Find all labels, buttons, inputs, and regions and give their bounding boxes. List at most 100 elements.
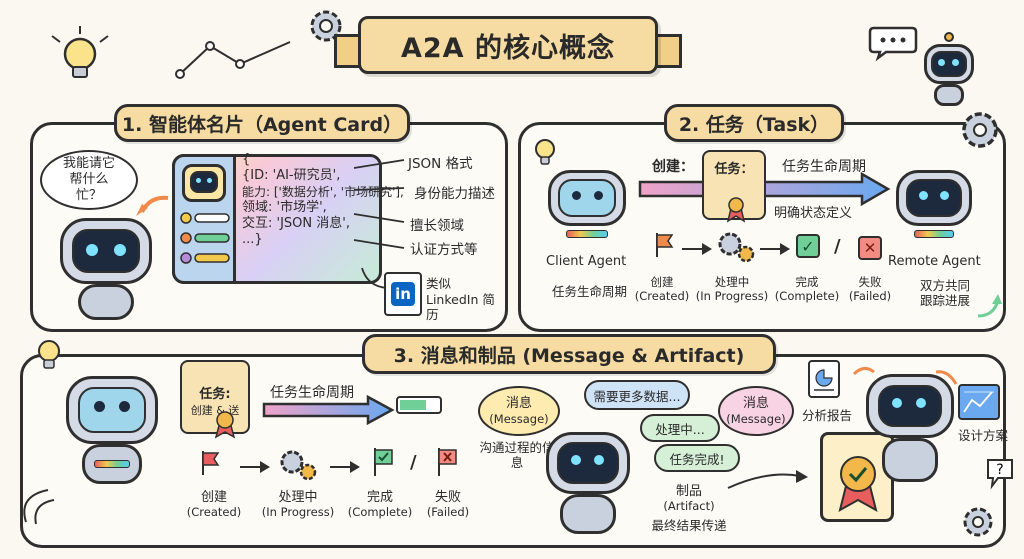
p3-state-in-progress-zh: 处理中 — [278, 490, 318, 505]
annotation-auth: 认证方式等 — [410, 242, 478, 258]
state-failed-zh: 失败 — [858, 275, 882, 289]
design-arrow — [934, 368, 960, 392]
panel-agent-card-title: 1. 智能体名片（Agent Card） — [114, 104, 410, 142]
linkedin-resume-icon: in — [384, 272, 422, 316]
card-line-4: 交互: 'JSON 消息', — [242, 215, 350, 231]
lightbulb-icon — [532, 138, 558, 172]
remote-caption: 双方共同跟踪进展 — [919, 278, 970, 308]
state-arrow — [760, 240, 790, 259]
panel-message-artifact-title: 3. 消息和制品 (Message & Artifact) — [362, 334, 776, 374]
state-in-progress-en: (In Progress) — [695, 288, 769, 303]
lightbulb-icon — [51, 26, 109, 92]
message-right-en: (Message) — [726, 411, 786, 426]
annotation-arrows — [350, 158, 410, 262]
card-field-bars — [180, 212, 232, 280]
message-left-zh: 消息 — [505, 395, 532, 411]
message-left-en: (Message) — [489, 411, 549, 426]
x-flag-icon — [436, 448, 458, 476]
state-failed: 失败 (Failed) — [842, 275, 898, 304]
task-scroll-panel3-label: 任务: — [199, 386, 231, 402]
panel-task-title: 2. 任务（Task） — [664, 104, 844, 142]
check-flag-icon — [372, 448, 394, 476]
p3-state-failed: 失败 (Failed) — [420, 490, 476, 519]
flag-icon — [200, 451, 220, 475]
gears-icon — [716, 230, 756, 268]
task-scroll-label: 任务： — [714, 162, 754, 177]
curved-arrow-icon — [136, 194, 170, 222]
swoosh-decoration — [18, 486, 58, 530]
annotation-identity: 身份能力描述 — [414, 186, 495, 202]
panel3-lifecycle-arrow — [262, 394, 395, 428]
design-label: 设计方案 — [958, 428, 1009, 443]
x-icon: ✕ — [858, 236, 882, 260]
flag-icon — [654, 233, 674, 257]
network-line-icon — [175, 24, 330, 88]
gear-icon — [958, 108, 1002, 156]
chat-task-complete: 任务完成! — [654, 444, 740, 472]
state-created: 创建 (Created) — [634, 275, 690, 304]
gear-icon — [960, 504, 996, 544]
gear-icon — [306, 6, 346, 50]
card-line-3: 领域: '市场学', — [242, 199, 327, 215]
task-scroll: 任务： — [702, 150, 766, 220]
question-text: 我能请它帮什么忙？ — [62, 155, 115, 204]
annotation-domain: 擅长领域 — [410, 218, 464, 234]
svg-text:?: ? — [996, 462, 1003, 478]
state-in-progress-zh: 处理中 — [714, 275, 750, 289]
gears-icon — [278, 448, 318, 486]
panel3-lifecycle-label: 任务生命周期 — [270, 385, 354, 401]
card-json: { {ID: 'AI-研究员', 能力: ['数据分析', '市场研究'], 领… — [242, 152, 404, 248]
p3-state-in-progress: 处理中 (In Progress) — [258, 490, 338, 519]
p3-state-created: 创建 (Created) — [184, 490, 244, 519]
p3-state-in-progress-en: (In Progress) — [261, 504, 335, 519]
chat-bubble-icon — [868, 24, 918, 64]
lifecycle-label: 任务生命周期 — [782, 159, 866, 175]
state-complete-en: (Complete) — [774, 288, 840, 303]
report-icon — [808, 360, 840, 402]
message-right-zh: 消息 — [742, 395, 769, 411]
lightbulb-icon — [34, 338, 64, 378]
task-scroll-panel3: 任务: 创建 & 送 — [180, 360, 250, 434]
state-created-zh: 创建 — [650, 275, 674, 289]
page-title: A2A 的核心概念 — [358, 16, 658, 74]
state-slash: / — [834, 236, 841, 257]
chat-processing: 处理中... — [640, 414, 720, 442]
p3-state-created-en: (Created) — [186, 504, 242, 519]
award-ribbon-icon — [214, 410, 236, 442]
p3-state-complete-en: (Complete) — [347, 504, 413, 519]
state-complete: 完成 (Complete) — [774, 275, 840, 304]
message-bubble-right: 消息 (Message) — [718, 386, 794, 436]
progress-bar-icon — [396, 396, 442, 418]
question-bubble: 我能请它帮什么忙？ — [40, 150, 138, 210]
card-line-0: { — [242, 152, 251, 167]
check-icon: ✓ — [796, 234, 820, 258]
p3-state-created-zh: 创建 — [200, 490, 227, 505]
linkedin-label: 类似 LinkedIn 简历 — [426, 276, 495, 323]
p3-state-complete: 完成 (Complete) — [346, 490, 414, 519]
card-line-1: {ID: 'AI-研究员', — [242, 168, 341, 184]
client-caption: 任务生命周期 — [552, 284, 628, 299]
p3-state-complete-zh: 完成 — [366, 490, 393, 505]
blueprint-icon — [958, 384, 1000, 424]
artifact-en: (Artifact) — [663, 498, 715, 513]
state-definition-label: 明确状态定义 — [774, 206, 853, 221]
card-line-5: ...} — [242, 232, 263, 247]
create-label: 创建： — [652, 159, 694, 175]
p3-state-failed-zh: 失败 — [434, 490, 461, 505]
report-label: 分析报告 — [802, 408, 853, 423]
artifact-caption: 最终结果传递 — [651, 518, 727, 533]
question-mark-icon: ? — [986, 456, 1014, 494]
p3-state-failed-en: (Failed) — [426, 504, 470, 519]
state-in-progress: 处理中 (In Progress) — [694, 275, 770, 304]
client-agent-label: Client Agent — [546, 254, 627, 269]
linkedin-logo-icon: in — [391, 282, 415, 306]
panel-task — [518, 122, 1006, 332]
artifact-label: 制品 (Artifact) — [654, 484, 724, 513]
state-complete-zh: 完成 — [795, 275, 819, 289]
message-bubble-left: 消息 (Message) — [478, 386, 560, 436]
state-slash: / — [410, 452, 417, 473]
state-failed-en: (Failed) — [848, 288, 892, 303]
remote-agent-label: Remote Agent — [888, 254, 981, 269]
artifact-zh: 制品 — [675, 484, 702, 499]
card-line-2: 能力: ['数据分析', '市场研究'], — [242, 184, 404, 199]
